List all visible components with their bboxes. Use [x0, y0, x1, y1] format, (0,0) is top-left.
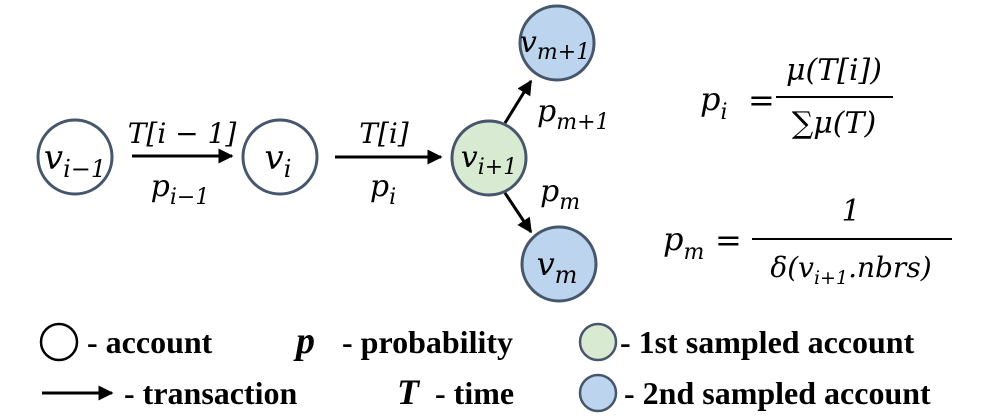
node-v-i-minus-1: vi−1: [36, 118, 114, 196]
formula-p-i-numerator: μ(T[i]): [786, 53, 882, 88]
node-v-m-circle: [520, 225, 598, 303]
node-v-m-plus-1-circle: [518, 4, 596, 82]
edge-4-prob-label: pm: [540, 174, 580, 215]
node-v-m-plus-1-label: vm+1: [520, 25, 590, 65]
formula-p-i: pi = μ(T[i]) ∑μ(T): [700, 53, 893, 141]
legend-second-sampled-label: - 2nd sampled account: [624, 375, 931, 411]
node-v-i-minus-1-label: vi−1: [44, 138, 106, 183]
node-v-m: vm: [520, 225, 598, 303]
edge-1-time-label: T[i − 1]: [128, 117, 237, 150]
legend-probability-symbol: p: [293, 320, 315, 362]
formula-p-i-denominator: ∑μ(T): [792, 106, 876, 141]
formula-p-i-lhs: pi: [700, 80, 728, 125]
legend-account-label: - account: [87, 324, 213, 360]
node-v-i-label: vi: [265, 138, 292, 183]
legend-transaction-label: - transaction: [124, 375, 298, 411]
edge-1-prob-label: pi−1: [151, 169, 210, 210]
node-v-i-plus-1: vi+1: [450, 119, 528, 197]
node-v-i-circle: [241, 118, 319, 196]
formula-p-m-equals: =: [715, 221, 742, 259]
edge-2-time-label: T[i]: [359, 117, 409, 150]
formula-p-m-numerator: 1: [841, 194, 860, 229]
legend-probability-label: - probability: [342, 324, 513, 360]
legend-transaction: - transaction: [42, 375, 298, 411]
legend-time-symbol: T: [397, 372, 421, 412]
formula-p-m-lhs: pm: [663, 220, 704, 265]
formula-p-m-denominator: δ(vi+1.nbrs): [770, 251, 931, 289]
legend-first-sampled: - 1st sampled account: [578, 322, 915, 362]
legend-time: T - time: [397, 372, 514, 412]
edge-arrow-4: [503, 192, 533, 234]
legend-account: - account: [39, 322, 213, 362]
edge-3-prob-label: pm+1: [537, 94, 610, 135]
formula-p-m: pm = 1 δ(vi+1.nbrs): [663, 194, 952, 289]
formula-p-i-equals: =: [748, 81, 775, 119]
legend-first-sampled-label: - 1st sampled account: [620, 324, 915, 360]
legend-probability: p - probability: [293, 320, 513, 362]
legend-second-sampled: - 2nd sampled account: [578, 373, 931, 413]
node-v-m-plus-1: vm+1: [518, 4, 596, 82]
node-v-m-label: vm: [537, 245, 578, 289]
legend-account-swatch: [39, 322, 79, 362]
legend-second-sampled-swatch: [578, 373, 618, 413]
node-v-i: vi: [241, 118, 319, 196]
node-v-i-plus-1-label: vi+1: [461, 140, 517, 180]
legend-time-label: - time: [435, 375, 514, 411]
legend-first-sampled-swatch: [578, 322, 618, 362]
edge-arrow-3: [503, 79, 533, 124]
node-v-i-plus-1-circle: [450, 119, 528, 197]
edge-2-prob-label: pi: [370, 169, 396, 210]
node-v-i-minus-1-circle: [36, 118, 114, 196]
